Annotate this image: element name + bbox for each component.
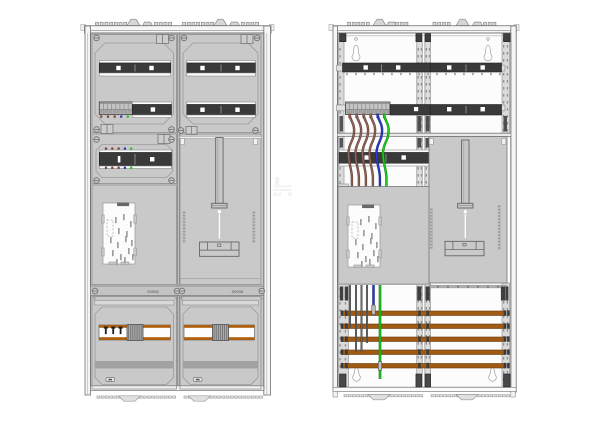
svg-text:E: E bbox=[176, 297, 179, 301]
svg-text:E: E bbox=[94, 297, 97, 301]
svg-text:S0008: S0008 bbox=[147, 289, 159, 294]
svg-text:S0008: S0008 bbox=[232, 289, 244, 294]
svg-text:E: E bbox=[261, 297, 264, 301]
svg-text:E: E bbox=[181, 297, 184, 301]
